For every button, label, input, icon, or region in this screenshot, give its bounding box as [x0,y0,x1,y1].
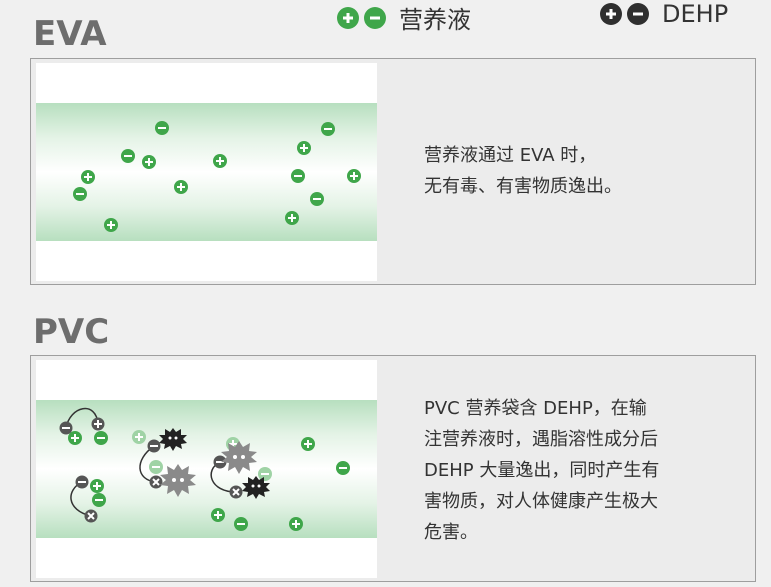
nutrient-minus-icon [336,461,350,475]
faded-plus-icon [132,430,146,444]
eva-panel: 营养液通过 EVA 时， 无有毒、有害物质逸出。 [30,58,756,285]
plus-icon [337,7,359,29]
dehp-minus-icon [76,476,89,489]
nutrient-plus-icon [90,479,104,493]
eva-illustration [36,63,377,281]
pvc-illustration [36,360,377,578]
legend-dehp: DEHP [600,0,728,28]
eva-particles [36,63,377,281]
faded-minus-icon [258,467,272,481]
dehp-cross-icon [150,476,163,489]
nutrient-minus-icon [291,169,305,183]
nutrient-minus-icon [155,121,169,135]
minus-icon [364,7,386,29]
pvc-description-line: 害物质，对人体健康产生极大 [424,486,659,517]
eva-description: 营养液通过 EVA 时， 无有毒、有害物质逸出。 [424,140,622,202]
pvc-description-line: 注营养液时，遇脂溶性成分后 [424,424,659,455]
nutrient-minus-icon [94,431,108,445]
pvc-panel: PVC 营养袋含 DEHP，在输 注营养液时，遇脂溶性成分后 DEHP 大量逸出… [30,355,756,582]
nutrient-minus-icon [310,192,324,206]
legend-nutrient: 营养液 [337,0,471,35]
pvc-description-line: PVC 营养袋含 DEHP，在输 [424,393,659,424]
nutrient-plus-icon [213,154,227,168]
eva-title: EVA [33,14,107,54]
legend-dehp-label: DEHP [662,0,728,28]
nutrient-plus-icon [142,155,156,169]
eva-description-line: 无有毒、有害物质逸出。 [424,171,622,202]
pvc-title: PVC [33,312,109,352]
nutrient-plus-icon [289,517,303,531]
nutrient-plus-icon [104,218,118,232]
nutrient-minus-icon [92,493,106,507]
nutrient-minus-icon [121,149,135,163]
nutrient-minus-icon [321,122,335,136]
dehp-cross-icon [85,510,98,523]
toxic-burst-icon [159,428,187,451]
nutrient-plus-icon [68,431,82,445]
toxic-burst-icon [160,464,196,497]
nutrient-plus-icon [297,141,311,155]
pvc-particles [36,360,377,578]
nutrient-minus-icon [73,187,87,201]
plus-icon [600,3,622,25]
nutrient-plus-icon [301,437,315,451]
legend-nutrient-label: 营养液 [399,0,471,35]
nutrient-plus-icon [347,169,361,183]
dehp-cross-icon [230,486,243,499]
nutrient-plus-icon [211,508,225,522]
pvc-description: PVC 营养袋含 DEHP，在输 注营养液时，遇脂溶性成分后 DEHP 大量逸出… [424,393,659,548]
nutrient-plus-icon [81,170,95,184]
minus-icon [627,3,649,25]
pvc-description-line: DEHP 大量逸出，同时产生有 [424,455,659,486]
nutrient-minus-icon [234,517,248,531]
dehp-plus-icon [92,418,105,431]
pvc-description-line: 危害。 [424,517,659,548]
nutrient-plus-icon [174,180,188,194]
eva-description-line: 营养液通过 EVA 时， [424,140,622,171]
dehp-minus-icon [60,422,73,435]
dehp-minus-icon [148,440,161,453]
nutrient-plus-icon [285,211,299,225]
faded-minus-icon [149,460,163,474]
